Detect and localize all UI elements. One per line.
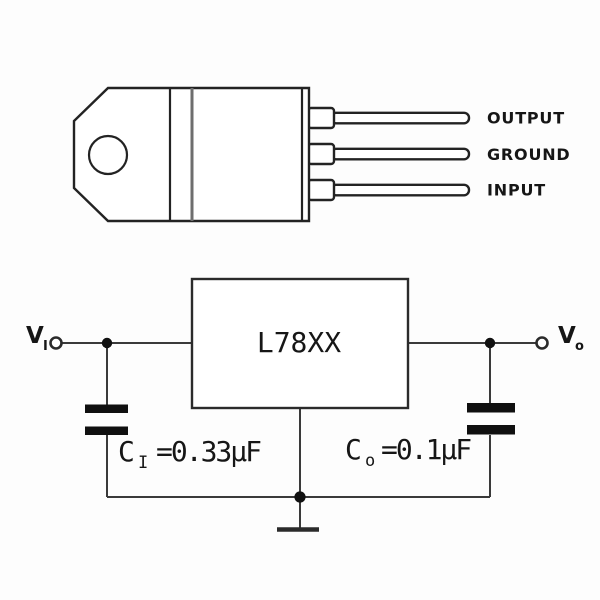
input-voltage-label: V I [26, 323, 48, 354]
co-value: =0.1µF [381, 433, 471, 466]
output-junction-dot [484, 337, 496, 349]
output-voltage-label: V o [558, 323, 584, 354]
ground-junction-dot [294, 491, 306, 503]
output-terminal-circle [535, 336, 549, 350]
regulator-application-schematic: L78XX V I [26, 277, 584, 532]
output-capacitor-label: C o =0.1µF [345, 433, 473, 471]
regulator-box [190, 277, 410, 410]
pin-input [306, 178, 471, 202]
vi-main: V [26, 323, 44, 349]
c1-value: =0.33µF [156, 435, 261, 468]
pin-label-input: INPUT [487, 181, 546, 200]
input-junction-dot [101, 337, 113, 349]
capacitor-plate [467, 425, 515, 435]
pin-stub [306, 106, 336, 130]
pin-output [306, 106, 471, 130]
input-capacitor-label: C I =0.33µF [118, 435, 263, 473]
pin-ground [306, 142, 471, 166]
vi-subscript: I [43, 339, 48, 354]
vo-subscript: o [575, 339, 584, 354]
input-terminal-circle [49, 336, 63, 350]
to220-package-drawing: OUTPUT GROUND INPUT [72, 86, 571, 223]
co-main: C [345, 433, 362, 466]
vo-main: V [558, 323, 576, 349]
c1-subscript: I [138, 453, 148, 473]
regulator-label: L78XX [257, 326, 341, 359]
pin-stub [306, 142, 336, 166]
co-subscript: o [365, 451, 375, 471]
pin-label-output: OUTPUT [487, 109, 565, 128]
c1-main: C [118, 435, 135, 468]
capacitor-plate [85, 404, 128, 413]
pin-stub [306, 178, 336, 202]
pin-label-ground: GROUND [487, 145, 571, 164]
pin-lead [329, 147, 471, 161]
pin-lead [329, 183, 471, 197]
input-capacitor-plates [85, 404, 128, 435]
mounting-hole [87, 134, 129, 176]
output-capacitor-plates [467, 403, 515, 435]
capacitor-plate [467, 403, 515, 413]
capacitor-plate [85, 426, 128, 435]
pin-lead [329, 111, 471, 125]
